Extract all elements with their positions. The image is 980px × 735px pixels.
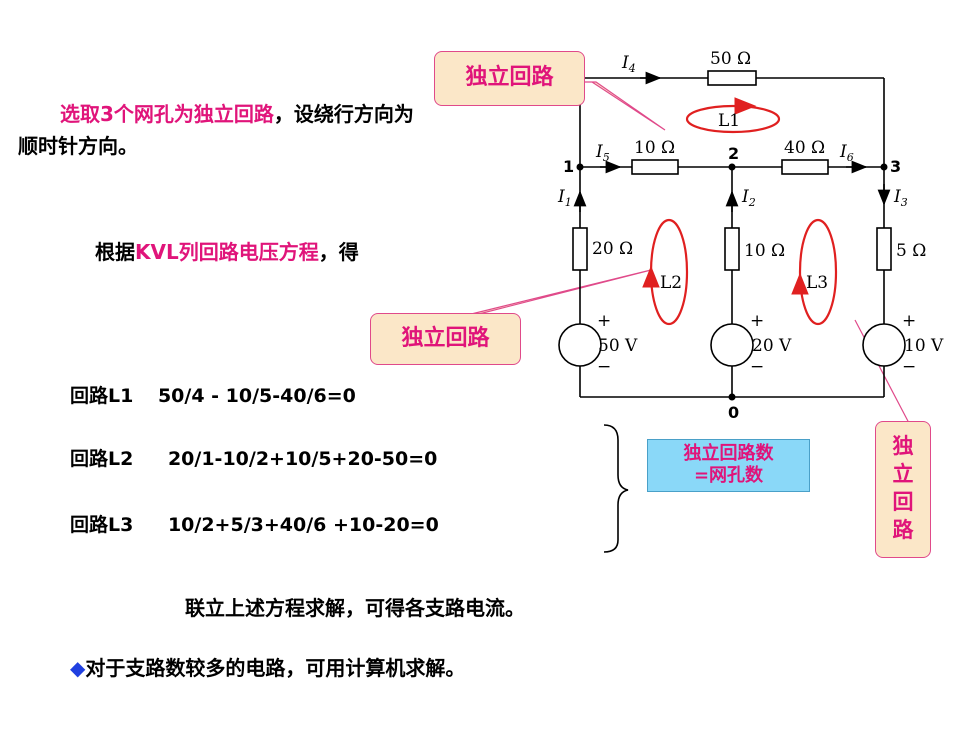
minus-50v: − bbox=[597, 357, 611, 377]
callout-top: 独立回路 bbox=[434, 51, 585, 106]
kvl-line: 根据KVL列回路电压方程，得 bbox=[95, 236, 359, 265]
label-50v: 50 V bbox=[598, 336, 638, 356]
intro-line1: 选取3个网孔为独立回路，设绕行方向为 bbox=[60, 98, 414, 127]
label-20ohm: 20 Ω bbox=[592, 239, 633, 259]
source-10v bbox=[862, 323, 906, 367]
minus-10v: − bbox=[902, 357, 916, 377]
node-0: 0 bbox=[728, 403, 739, 422]
equation-expr: 20/1-10/2+10/5+20-50=0 bbox=[167, 448, 438, 470]
minus-20v: − bbox=[750, 357, 764, 377]
node-2: 2 bbox=[728, 144, 739, 163]
loop-l1-arc bbox=[685, 104, 781, 134]
loop-l3-label: L3 bbox=[806, 273, 828, 293]
callout-right-char: 路 bbox=[892, 518, 914, 542]
solve-text: 联立上述方程求解，可得各支路电流。 bbox=[185, 596, 525, 620]
curly-brace bbox=[603, 424, 629, 553]
node-1: 1 bbox=[563, 157, 574, 176]
loop-l3-arc bbox=[798, 218, 838, 326]
plus-50v: + bbox=[597, 311, 611, 331]
note-text: 对于支路数较多的电路，可用计算机求解。 bbox=[85, 656, 466, 680]
equation-expr: 10/2+5/3+40/6 +10-20=0 bbox=[167, 514, 439, 536]
equation-l1: 回路L1 50/4 - 10/5-40/6=0 bbox=[70, 381, 356, 408]
kvl-prefix: 根据 bbox=[95, 240, 135, 264]
label-i4: I4 bbox=[621, 53, 636, 75]
label-i2: I2 bbox=[741, 187, 756, 209]
callout-top-pointer bbox=[585, 81, 666, 131]
equation-label: 回路L2 bbox=[70, 448, 134, 470]
label-i3: I3 bbox=[893, 187, 908, 209]
label-i1: I1 bbox=[557, 187, 572, 209]
loop-l2-arc bbox=[649, 218, 689, 326]
loop-count-box: 独立回路数 =网孔数 bbox=[647, 439, 810, 492]
callout-right-char: 立 bbox=[892, 462, 914, 486]
callout-right: 独 立 回 路 bbox=[875, 421, 931, 558]
equation-l2: 回路L2 20/1-10/2+10/5+20-50=0 bbox=[70, 444, 437, 471]
loop-l2-label: L2 bbox=[660, 273, 682, 293]
note-line: ◆对于支路数较多的电路，可用计算机求解。 bbox=[70, 652, 465, 681]
kvl-suffix: ，得 bbox=[318, 240, 359, 264]
label-10ohm-mid: 10 Ω bbox=[744, 241, 785, 261]
loop-l1-label: L1 bbox=[718, 111, 740, 131]
resistor-50ohm bbox=[707, 70, 757, 86]
equation-label: 回路L3 bbox=[70, 514, 134, 536]
callout-middle: 独立回路 bbox=[370, 313, 521, 365]
resistor-20ohm bbox=[572, 227, 588, 271]
equation-l3: 回路L3 10/2+5/3+40/6 +10-20=0 bbox=[70, 510, 439, 537]
resistor-5ohm bbox=[876, 227, 892, 271]
equation-expr: 50/4 - 10/5-40/6=0 bbox=[157, 385, 356, 407]
label-50ohm: 50 Ω bbox=[710, 49, 751, 69]
resistor-10ohm-top bbox=[631, 159, 679, 175]
label-i6: I6 bbox=[839, 142, 854, 164]
label-5ohm: 5 Ω bbox=[896, 241, 926, 261]
equation-label: 回路L1 bbox=[70, 385, 134, 407]
plus-20v: + bbox=[750, 311, 764, 331]
source-20v bbox=[710, 323, 754, 367]
callout-middle-pointer bbox=[454, 269, 652, 319]
loop-count-line1: 独立回路数 bbox=[683, 443, 774, 464]
callout-right-char: 独 bbox=[892, 434, 914, 458]
node-3: 3 bbox=[890, 157, 901, 176]
intro-rest: ，设绕行方向为 bbox=[273, 102, 414, 126]
source-50v bbox=[558, 323, 602, 367]
kvl-highlight: KVL列回路电压方程 bbox=[135, 240, 319, 264]
resistor-10ohm-mid bbox=[724, 227, 740, 271]
callout-right-char: 回 bbox=[892, 490, 914, 514]
plus-10v: + bbox=[902, 311, 916, 331]
label-10ohm-top: 10 Ω bbox=[634, 138, 675, 158]
loop-count-line2: =网孔数 bbox=[693, 465, 764, 486]
intro-line2: 顺时针方向。 bbox=[18, 134, 138, 158]
label-20v: 20 V bbox=[752, 336, 792, 356]
intro-highlight: 选取3个网孔为独立回路 bbox=[60, 102, 274, 126]
label-10v: 10 V bbox=[904, 336, 944, 356]
label-i5: I5 bbox=[595, 142, 610, 164]
label-40ohm: 40 Ω bbox=[784, 138, 825, 158]
resistor-40ohm bbox=[781, 159, 829, 175]
diamond-bullet-icon: ◆ bbox=[70, 656, 86, 680]
